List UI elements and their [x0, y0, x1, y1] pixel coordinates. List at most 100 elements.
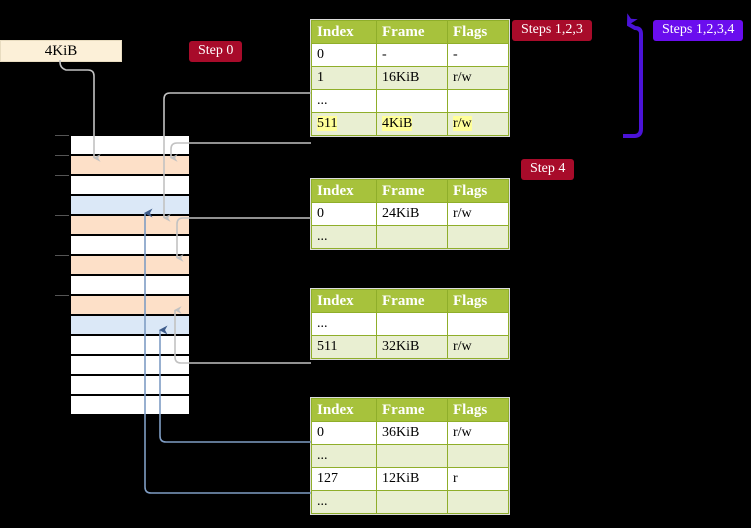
cell-frame: 24KiB — [376, 202, 448, 226]
cell-frame: 4KiB — [376, 112, 448, 136]
table-row: ... — [311, 225, 509, 249]
badge-steps-123: Steps 1,2,3 — [512, 20, 592, 41]
badge-step-4: Step 4 — [521, 159, 575, 180]
cell-flags — [447, 444, 509, 468]
memory-tick-mark — [55, 155, 69, 156]
column-header-flags: Flags — [447, 398, 509, 422]
table-row: 0-- — [311, 43, 509, 67]
highlighted-value: r/w — [453, 116, 472, 131]
cell-index: ... — [311, 444, 377, 468]
table-row: 511 4KiB r/w — [311, 112, 509, 136]
cell-index: ... — [311, 89, 377, 113]
badge-step-0-label: Step 0 — [198, 43, 234, 58]
cell-frame: 32KiB — [376, 335, 448, 359]
memory-frame-row — [70, 275, 190, 295]
cell-frame — [376, 490, 448, 514]
connector-l0-511-to-memory — [170, 142, 311, 162]
memory-frame-row — [70, 155, 190, 175]
table-row: ... — [311, 444, 509, 468]
highlighted-value: 511 — [317, 116, 338, 131]
column-header-index: Index — [311, 20, 377, 44]
cell-frame — [376, 312, 448, 336]
connector-l1-row0-to-memory — [176, 217, 311, 262]
cell-index: ... — [311, 312, 377, 336]
cell-frame: 12KiB — [376, 467, 448, 491]
memory-size-tag: 4KiB — [0, 40, 122, 62]
column-header-flags: Flags — [447, 20, 509, 44]
cell-frame — [376, 225, 448, 249]
highlighted-value: 4KiB — [382, 116, 413, 131]
cell-index: 0 — [311, 43, 377, 67]
memory-tick-mark — [55, 255, 69, 256]
column-header-flags: Flags — [447, 289, 509, 313]
cell-index: 0 — [311, 202, 377, 226]
memory-frame-row — [70, 395, 190, 415]
badge-steps-123-label: Steps 1,2,3 — [521, 22, 583, 37]
cell-index: 0 — [311, 421, 377, 445]
column-header-frame: Frame — [376, 20, 448, 44]
cell-flags: r/w — [447, 335, 509, 359]
badge-steps-1234-label: Steps 1,2,3,4 — [662, 22, 735, 37]
column-header-frame: Frame — [376, 179, 448, 203]
cell-flags: r/w — [447, 421, 509, 445]
cell-index: 1 — [311, 66, 377, 90]
table-row: ... — [311, 312, 509, 336]
cell-index: 127 — [311, 467, 377, 491]
connector-steps-1234-bracket — [623, 13, 643, 138]
cell-flags: - — [447, 43, 509, 67]
column-header-frame: Frame — [376, 289, 448, 313]
connector-l2-row511-to-memory — [174, 306, 311, 364]
cell-flags: r/w — [447, 112, 509, 136]
badge-steps-1234: Steps 1,2,3,4 — [653, 20, 744, 41]
memory-tick-mark — [55, 135, 69, 136]
cell-flags — [447, 312, 509, 336]
memory-frame-row — [70, 175, 190, 195]
column-header-flags: Flags — [447, 179, 509, 203]
memory-tick-mark — [55, 175, 69, 176]
memory-frame-row — [70, 135, 190, 155]
memory-tick-mark — [55, 295, 69, 296]
physical-memory-column — [55, 135, 190, 415]
cell-frame — [376, 444, 448, 468]
cell-flags: r — [447, 467, 509, 491]
table-row: ... — [311, 89, 509, 113]
cell-flags: r/w — [447, 202, 509, 226]
cell-frame: 36KiB — [376, 421, 448, 445]
cell-frame: - — [376, 43, 448, 67]
cell-flags: r/w — [447, 66, 509, 90]
badge-step-4-label: Step 4 — [530, 161, 566, 176]
cell-index: 511 — [311, 112, 377, 136]
memory-frame-row — [70, 255, 190, 275]
cell-flags — [447, 89, 509, 113]
column-header-index: Index — [311, 398, 377, 422]
memory-frame-row — [70, 315, 190, 335]
cell-flags — [447, 225, 509, 249]
cell-index: ... — [311, 225, 377, 249]
badge-step-0: Step 0 — [189, 41, 243, 62]
memory-frame-row — [70, 355, 190, 375]
cell-frame — [376, 89, 448, 113]
column-header-index: Index — [311, 179, 377, 203]
memory-tick-mark — [55, 215, 69, 216]
memory-frame-row — [70, 375, 190, 395]
column-header-index: Index — [311, 289, 377, 313]
cell-frame: 16KiB — [376, 66, 448, 90]
cell-flags — [447, 490, 509, 514]
cell-index: ... — [311, 490, 377, 514]
memory-frame-row — [70, 195, 190, 215]
memory-frame-row — [70, 295, 190, 315]
memory-frame-row — [70, 235, 190, 255]
